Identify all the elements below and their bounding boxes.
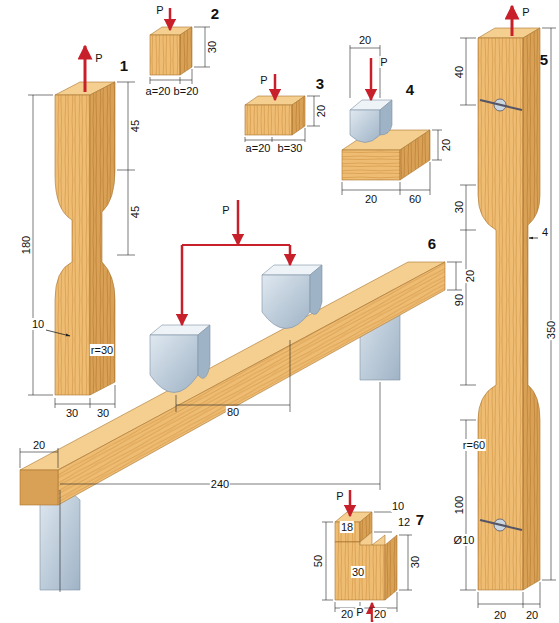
dimension-label: 100 — [453, 495, 465, 515]
dimension-label: 20 — [373, 608, 387, 620]
specimen-6 — [20, 200, 462, 592]
specimen-2 — [150, 8, 210, 84]
dimension-label: r=30 — [90, 344, 114, 356]
dimension-label: P — [355, 606, 364, 618]
callout-number: 3 — [315, 78, 325, 90]
dimension-label: 45 — [129, 205, 141, 219]
dimension-label: a=20 — [245, 142, 272, 154]
callout-number: 5 — [539, 54, 549, 66]
dimension-label: P — [94, 52, 103, 64]
specimen-7 — [322, 490, 412, 622]
dimension-label: 20 — [340, 608, 354, 620]
dimension-label: P — [221, 204, 230, 216]
dimension-label: 20 — [525, 609, 539, 621]
dimension-label: 30 — [453, 200, 465, 214]
dimension-label: 40 — [453, 65, 465, 79]
dimension-label: 30 — [206, 40, 218, 54]
dimension-label: P — [155, 4, 164, 16]
dimension-label: 20 — [315, 104, 327, 118]
dimension-label: 30 — [351, 566, 365, 578]
dimension-label: 180 — [20, 235, 32, 255]
dimension-label: a=20 — [145, 85, 172, 97]
dimension-label: 60 — [408, 193, 422, 205]
specimen-1 — [28, 46, 135, 408]
dimension-label: 30 — [65, 407, 79, 419]
dimension-label: 20 — [493, 609, 507, 621]
callout-number: 7 — [415, 514, 425, 526]
dimension-label: 20 — [358, 34, 372, 46]
dimension-label: Ø10 — [453, 534, 476, 546]
dimension-label: 20 — [464, 269, 476, 283]
dimension-label: 20 — [364, 193, 378, 205]
specimen-3 — [245, 74, 320, 142]
dimension-label: 10 — [31, 318, 45, 330]
dimension-label: 90 — [453, 293, 465, 307]
dimension-label: 350 — [545, 320, 557, 340]
dimension-label: 4 — [541, 226, 549, 238]
dimension-label: 240 — [210, 478, 230, 490]
callout-number: 6 — [427, 238, 437, 250]
callout-number: 2 — [210, 8, 220, 20]
dimension-label: 10 — [391, 500, 405, 512]
dimension-label: 50 — [312, 554, 324, 568]
dimension-label: 45 — [129, 119, 141, 133]
dimension-label: r=60 — [462, 439, 486, 451]
callout-number: 4 — [405, 84, 415, 96]
dimension-label: 12 — [397, 516, 411, 528]
dimension-label: 20 — [32, 439, 46, 451]
specimen-5 — [460, 6, 556, 608]
dimension-label: 80 — [226, 406, 240, 418]
dimension-label: 20 — [440, 138, 452, 152]
callout-number: 1 — [119, 60, 129, 72]
dimension-label: b=30 — [277, 142, 304, 154]
dimension-label: P — [259, 74, 268, 86]
dimension-label: 30 — [96, 407, 110, 419]
dimension-label: b=20 — [173, 85, 200, 97]
dimension-label: 30 — [409, 555, 421, 569]
dimension-label: P — [379, 56, 388, 68]
dimension-label: P — [335, 490, 344, 502]
dimension-label: P — [521, 6, 530, 18]
specimen-4 — [342, 45, 442, 195]
dimension-label: 18 — [340, 521, 354, 533]
